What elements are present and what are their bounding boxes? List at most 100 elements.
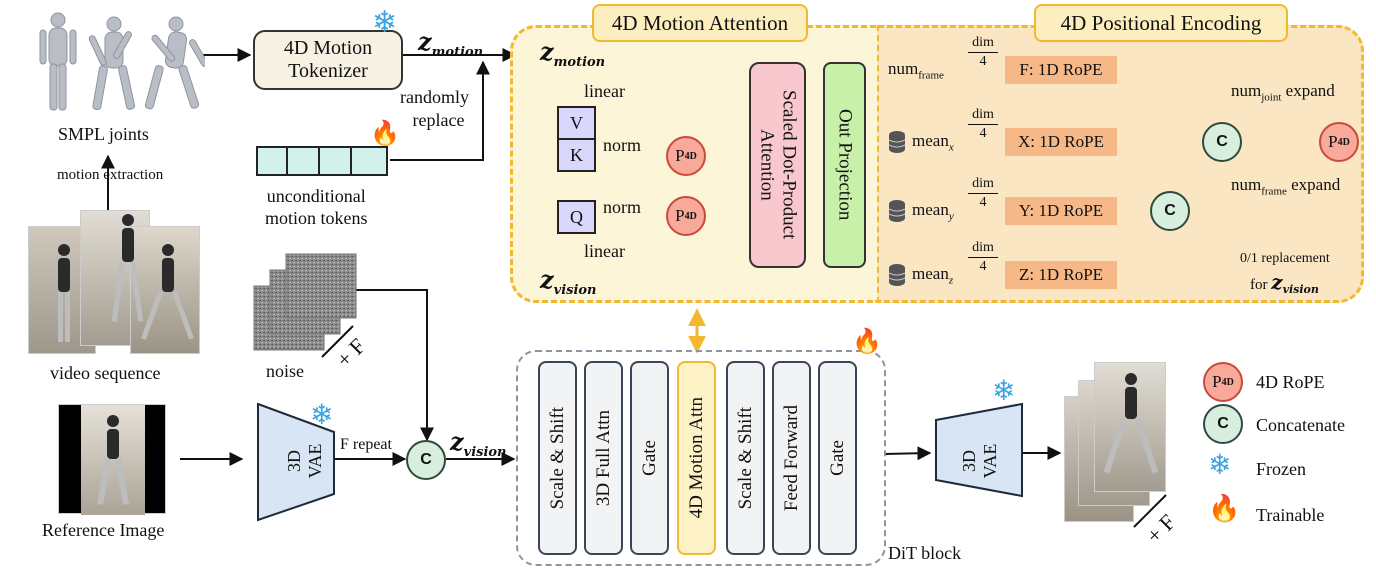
linear-label-top: linear [584,81,625,101]
dim-num: dim [972,240,994,255]
dit-col-label: Scale & Shift [546,406,568,510]
person-figure-icon [39,12,205,111]
num-frame-expand-label: numframe expand [1231,176,1340,197]
reference-image [58,404,166,515]
query-projection: Q [557,200,596,234]
concat-node: C [406,440,446,480]
dit-scale-shift-1: Scale & Shift [538,361,577,555]
attn-z-vision-symbol: z [540,265,554,294]
dim-den: 4 [979,54,987,69]
joint-sub: joint [1261,91,1282,104]
sdpa-text: Scaled Dot-Product Attention [756,90,800,239]
mean-text: mean [912,131,949,150]
expand-text: expand [1291,175,1341,194]
scaled-dot-product-attention: Scaled Dot-Product Attention [749,62,806,268]
dit-col-label: 3D Full Attn [592,409,614,507]
mean-x-label: meanx [912,132,954,153]
p4d-sub: 4D [1221,376,1234,388]
database-icon [888,200,906,222]
noise-frame-icon [253,253,357,351]
motion-token [288,146,320,176]
replacement-z: z [1271,270,1283,294]
motion-attention-title: 4D Motion Attention [592,4,808,42]
frame-sub: frame [1261,185,1287,198]
mean-z-label: meanz [912,265,953,286]
output-frame [1094,362,1166,492]
rope-x: X: 1D RoPE [1005,128,1117,156]
f-repeat-label: F repeat [340,436,392,453]
dit-gate-1: Gate [630,361,669,555]
replacement-line2: for zvision [1250,272,1319,295]
p4d-p: P [1328,132,1338,151]
mean-text: mean [912,264,949,283]
unconditional-token-row [256,146,388,176]
num-frame-label: numframe [888,60,944,81]
p4d-sub: 4D [684,150,697,162]
mean-y-label: meany [912,201,954,222]
flame-icon: 🔥 [370,121,400,147]
frame-sub: frame [918,69,944,82]
sdpa-line1: Scaled Dot-Product [778,90,800,240]
concat-node-final: C [1202,122,1242,162]
legend-frozen-label: Frozen [1256,459,1306,479]
attn-z-motion-label: zmotion [540,40,605,69]
rope-f: F: 1D RoPE [1005,56,1117,84]
dim-den: 4 [979,126,987,141]
norm-label-q: norm [603,197,641,217]
positional-encoding-title: 4D Positional Encoding [1034,4,1288,42]
value-projection: V [557,106,596,140]
sdpa-line2: Attention [756,129,778,201]
dit-block [516,350,886,566]
z-vision-label: zvision [450,430,507,459]
out-projection: Out Projection [823,62,866,268]
dit-feed-forward: Feed Forward [772,361,811,555]
num-text: num [1231,175,1262,194]
z-vision-subscript: vision [463,444,507,460]
legend-rope-label: 4D RoPE [1256,372,1325,392]
uncond-line1: unconditional [266,186,366,206]
dit-col-label: Feed Forward [780,404,802,512]
vae-encoder-shape [257,402,335,522]
num-text: num [1231,81,1262,100]
database-icon [888,264,906,286]
z-motion-subscript: motion [431,44,484,60]
z-motion-label: zmotion [418,30,483,59]
p4d-p: P [1212,372,1222,391]
dit-col-label: Gate [638,440,660,476]
snowflake-icon: ❄ [1208,450,1232,481]
p4d-sub: 4D [684,210,697,222]
dit-gate-2: Gate [818,361,857,555]
dit-col-label: 4D Motion Attn [685,397,707,519]
vae-encoder-label: 3D VAE [284,443,325,479]
unconditional-tokens-label: unconditional motion tokens [265,186,368,229]
mean-z-sub: z [948,274,954,287]
motion-tokenizer-box: 4D Motion Tokenizer [253,30,403,90]
legend-concat-icon: C [1203,404,1243,444]
noise-label: noise [266,361,304,381]
dim-num: dim [972,176,994,191]
z-motion-symbol: z [418,27,432,56]
positional-encoding-panel [877,25,1364,303]
motion-token [320,146,352,176]
concat-node-xyz: C [1150,191,1190,231]
dim-fraction: dim 4 [968,241,998,274]
vae-decoder-shape [935,402,1023,498]
motion-token [256,146,288,176]
norm-label-k: norm [603,135,641,155]
randomly-replace-label: randomly replace [400,86,469,131]
num-text: num [888,59,919,78]
smpl-joints-label: SMPL joints [58,124,149,144]
dim-den: 4 [979,259,987,274]
database-icon [888,131,906,153]
mean-y-sub: y [948,210,954,223]
expand-text: expand [1285,81,1335,100]
mean-x-sub: x [948,141,954,154]
for-text: for [1250,277,1268,293]
attn-z-motion-symbol: z [540,37,554,66]
attn-z-vision-subscript: vision [553,282,597,298]
